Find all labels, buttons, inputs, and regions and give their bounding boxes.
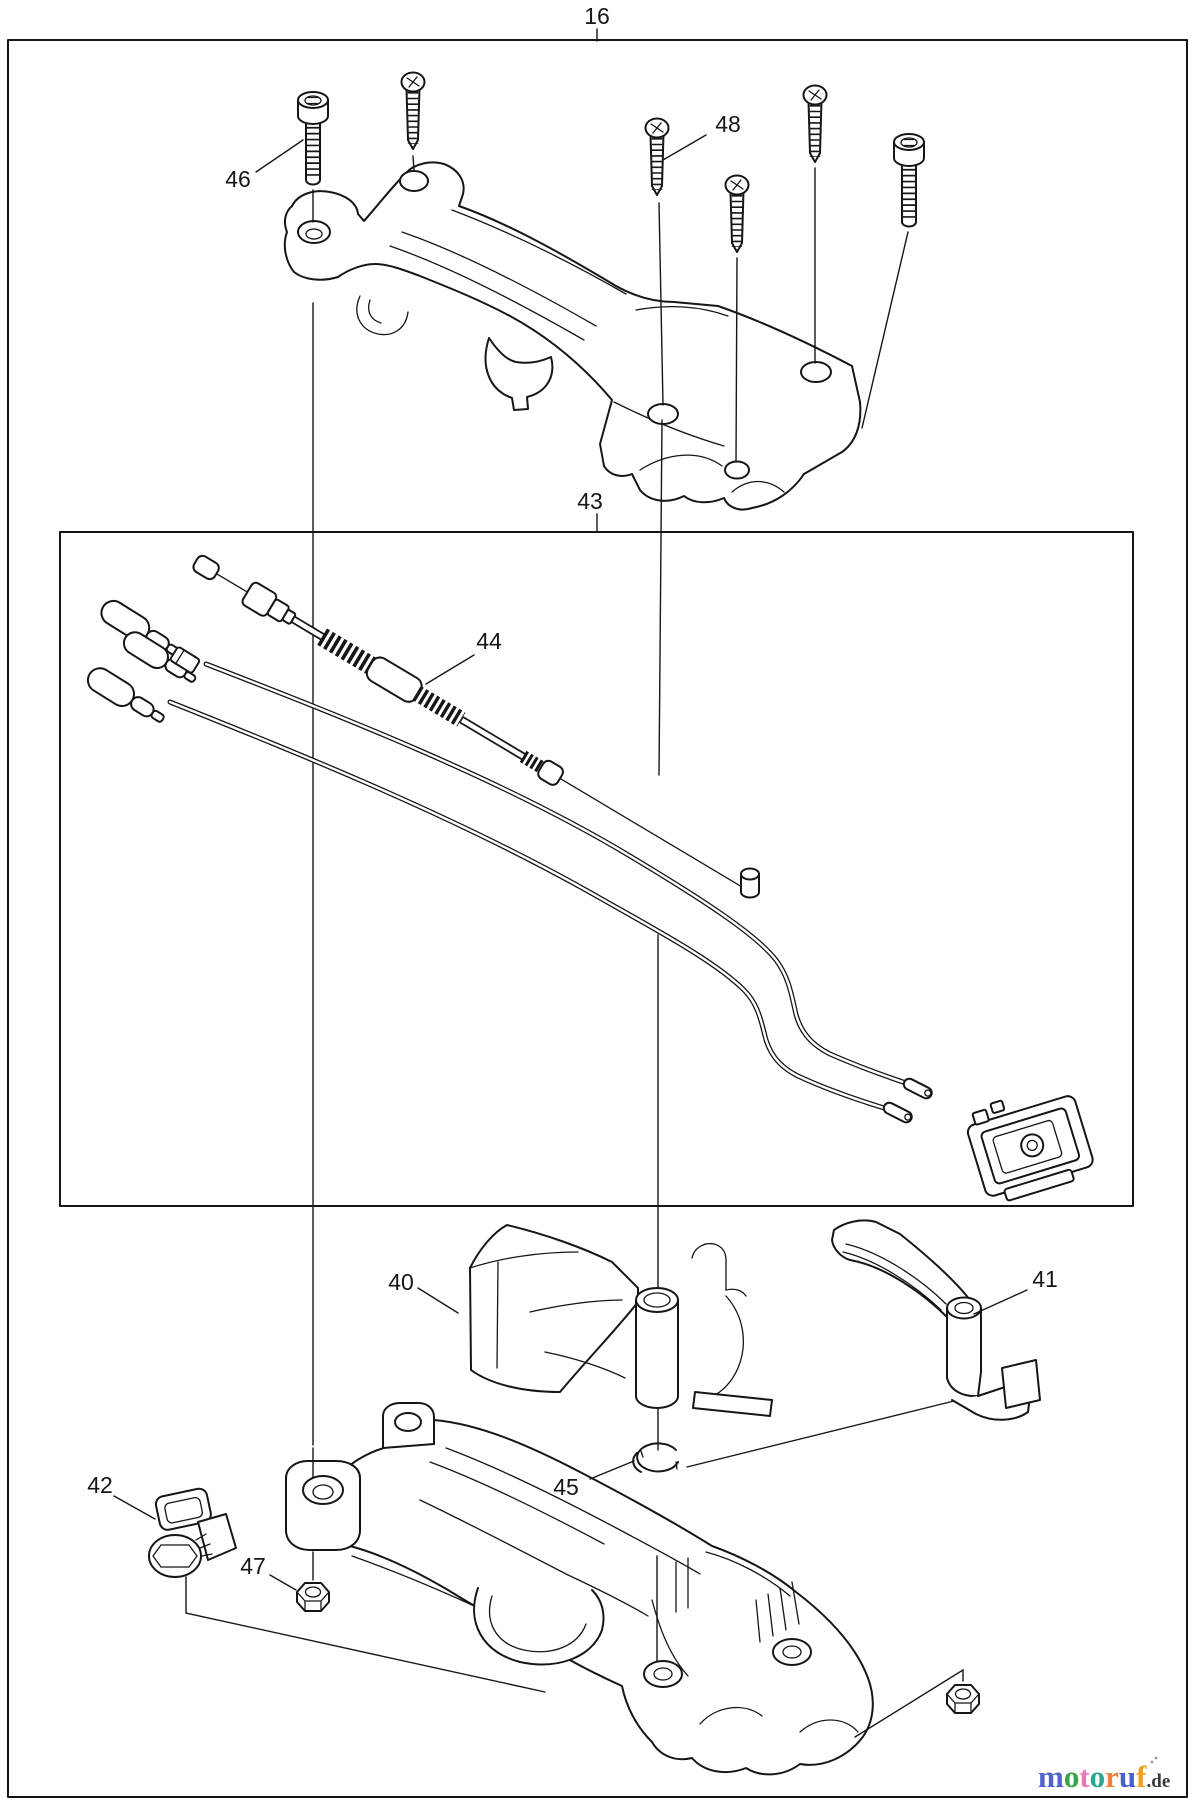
callout-48: 48 <box>715 111 741 137</box>
clamp-hole <box>800 361 832 383</box>
switch-wires-drawing <box>86 599 933 1124</box>
callout-42-leader <box>113 1495 156 1520</box>
callout-45-leader <box>589 1460 635 1480</box>
choke-lever-drawing <box>686 1219 1041 1468</box>
callout-46: 46 <box>225 166 251 192</box>
logo-trademark-dot <box>1154 1756 1158 1760</box>
alignment-lines <box>312 302 663 1451</box>
screw-46-drawing <box>298 92 328 223</box>
nut-47-drawing <box>296 1551 330 1612</box>
clamp-hole <box>399 170 429 192</box>
upper-clamp-drawing <box>283 161 862 511</box>
callout-46-leader <box>255 139 304 173</box>
ring-terminal <box>882 1101 913 1124</box>
housing-boss-hole <box>643 1660 683 1688</box>
screw-top-5 <box>804 86 827 364</box>
stop-switch-drawing <box>966 1095 1094 1202</box>
callout-47: 47 <box>240 1553 266 1579</box>
clamp-hole <box>647 403 679 425</box>
cable-end-barrel <box>740 873 760 899</box>
logo-trademark-dot <box>1150 1760 1154 1764</box>
screw-top-4 <box>726 176 749 463</box>
lower-housing-drawing <box>285 1402 874 1776</box>
wire-clip <box>169 646 201 674</box>
callout-41: 41 <box>1032 1266 1058 1292</box>
nut-bottom-right-drawing <box>854 1668 980 1738</box>
assembly-box-43 <box>59 531 1134 1207</box>
housing-lug <box>285 1460 361 1551</box>
callout-48-leader <box>662 134 707 161</box>
throttle-lever-drawing <box>469 1224 773 1417</box>
throttle-cable-drawing <box>192 554 760 899</box>
clamp-hole <box>724 460 750 480</box>
callout-42: 42 <box>87 1472 113 1498</box>
callout-41-leader <box>973 1289 1028 1315</box>
motoruf-logo: motoruf.de <box>1038 1756 1170 1794</box>
callout-47-leader <box>269 1574 297 1591</box>
screw-48-drawing <box>646 119 669 406</box>
callout-40-leader <box>417 1287 459 1314</box>
callout-44-leader <box>425 654 475 685</box>
lever-boss-cylinder <box>635 1299 679 1409</box>
bullet-connector <box>86 667 165 723</box>
callout-16: 16 <box>584 3 610 29</box>
clamp-hole <box>297 220 331 244</box>
callout-40: 40 <box>388 1269 414 1295</box>
screw-top-2 <box>402 73 425 171</box>
callout-43: 43 <box>577 488 603 514</box>
clamp-lower-saddle <box>484 337 554 411</box>
lockoff-lever-drawing <box>148 1487 546 1693</box>
callout-45: 45 <box>553 1474 579 1500</box>
motoruf-logo-text: motoruf.de <box>1038 1759 1170 1794</box>
housing-boss-hole <box>772 1638 812 1666</box>
spring-washer-drawing <box>632 1442 679 1473</box>
ring-terminal <box>902 1077 933 1100</box>
bullet-connector <box>122 631 197 683</box>
callout-44: 44 <box>476 628 502 654</box>
screw-top-6 <box>861 134 924 429</box>
